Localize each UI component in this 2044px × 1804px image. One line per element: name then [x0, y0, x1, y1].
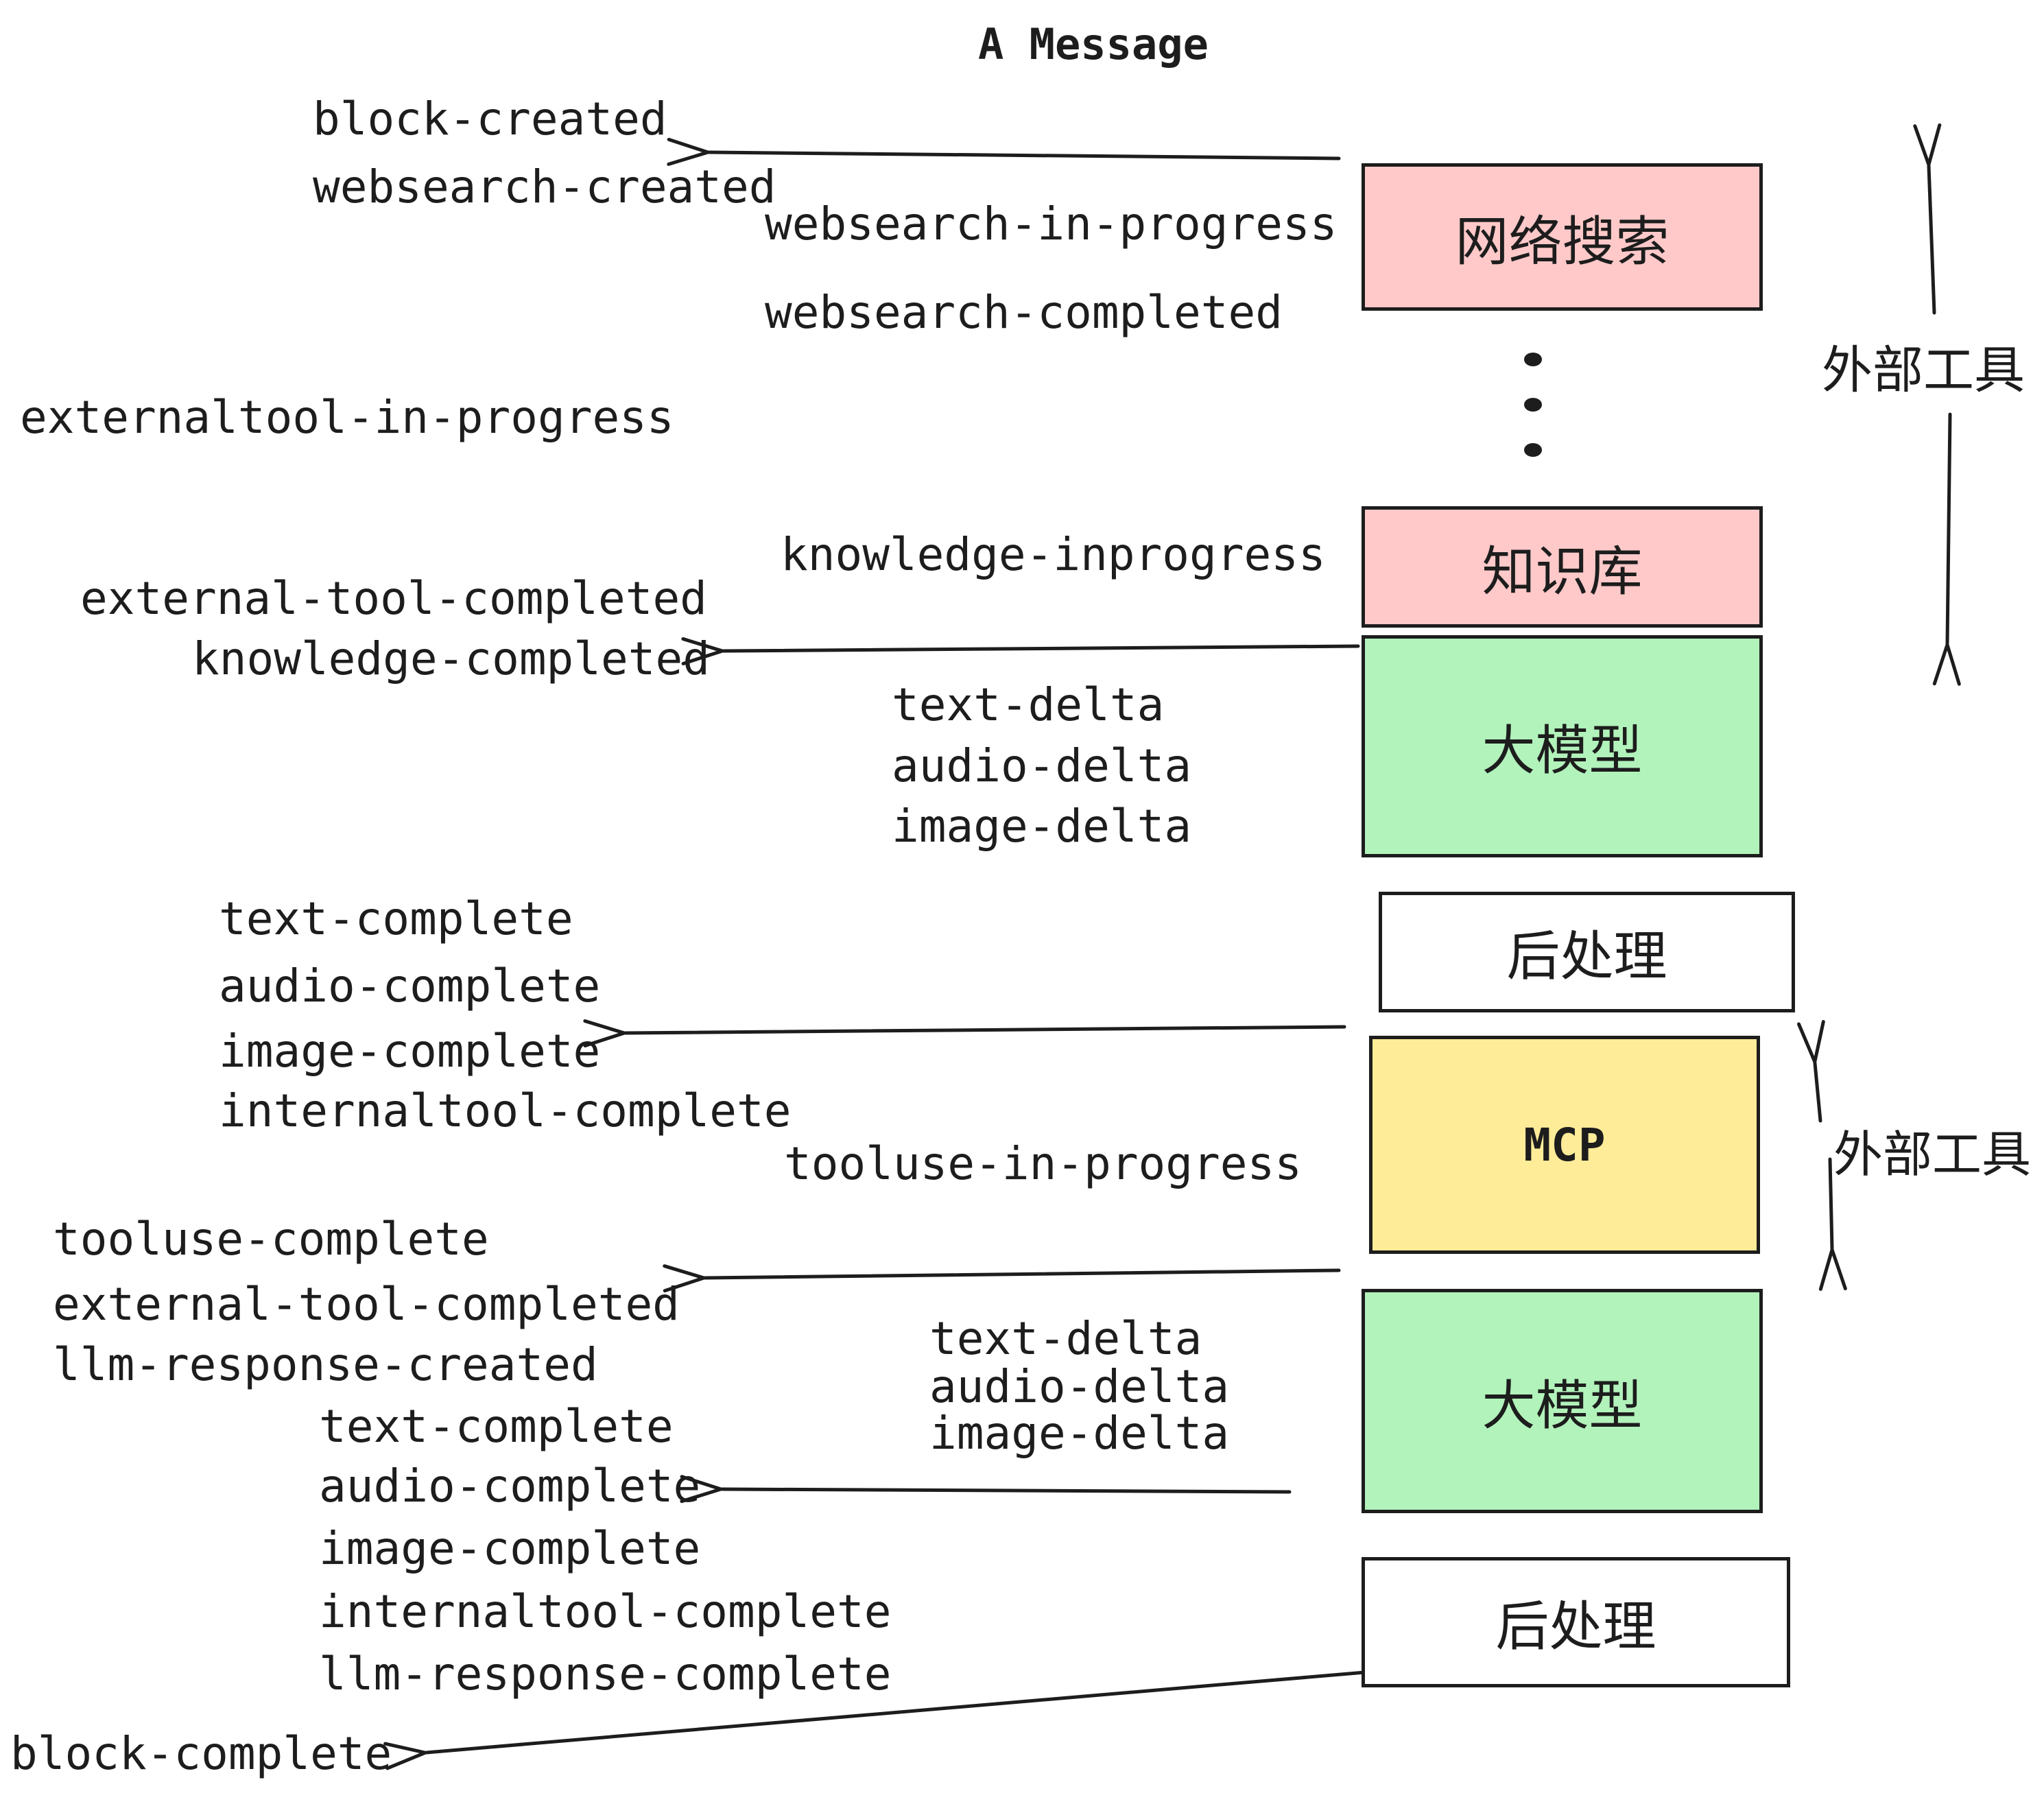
event-knowledge-inprogress: knowledge-inprogress: [781, 528, 1326, 581]
box-mcp: MCP: [1369, 1036, 1760, 1254]
arrow-to-knowledge-completed: [724, 646, 1360, 651]
event-block-complete: block-complete: [10, 1727, 392, 1780]
event-websearch-created: websearch-created: [313, 161, 776, 213]
external-tools-down-arrow: [1947, 412, 1950, 643]
box-websearch-label: 网络搜索: [1455, 211, 1669, 273]
event-websearch-completed: websearch-completed: [765, 286, 1283, 339]
event-image-complete-2: image-complete: [319, 1522, 701, 1575]
event-text-complete-1: text-complete: [219, 892, 573, 945]
event-audio-complete-1: audio-complete: [219, 960, 601, 1012]
event-image-delta-1: image-delta: [892, 800, 1192, 853]
event-image-delta-2: image-delta: [929, 1407, 1230, 1460]
event-externaltool-in-progress: externaltool-in-progress: [20, 391, 674, 444]
event-audio-delta-2: audio-delta: [929, 1360, 1230, 1413]
event-internaltool-complete-2: internaltool-complete: [319, 1585, 892, 1638]
event-audio-complete-2: audio-complete: [319, 1460, 701, 1512]
event-internaltool-complete-1: internaltool-complete: [219, 1084, 792, 1137]
arrow-to-audio-complete: [722, 1489, 1292, 1492]
box-websearch: 网络搜索: [1362, 163, 1763, 311]
box-llm-1-label: 大模型: [1482, 720, 1643, 782]
arrow-to-block-created: [709, 152, 1341, 158]
ellipsis-dot: [1524, 398, 1542, 412]
external-tools-label-bottom: 外部工具: [1833, 1126, 2032, 1183]
arrow-to-tooluse-complete: [705, 1270, 1341, 1278]
event-audio-delta-1: audio-delta: [892, 739, 1192, 792]
diagram-title: A Message: [978, 19, 1209, 69]
external-tools-label-top: 外部工具: [1822, 341, 2025, 400]
box-llm-2: 大模型: [1362, 1289, 1763, 1513]
external-tools-up-arrow: [1929, 166, 1934, 315]
event-text-delta-1: text-delta: [892, 678, 1165, 731]
box-llm-1: 大模型: [1362, 635, 1763, 857]
event-image-complete-1: image-complete: [219, 1025, 601, 1078]
box-mcp-label: MCP: [1523, 1118, 1606, 1172]
mcp-external-up-arrow: [1815, 1063, 1820, 1123]
event-llm-response-created: llm-response-created: [53, 1338, 598, 1391]
event-tooluse-complete: tooluse-complete: [53, 1213, 489, 1266]
box-knowledge-base: 知识库: [1362, 506, 1763, 628]
event-websearch-in-progress: websearch-in-progress: [765, 198, 1338, 250]
event-tooluse-in-progress: tooluse-in-progress: [784, 1137, 1302, 1190]
event-knowledge-completed: knowledge-completed: [192, 632, 710, 685]
event-llm-response-complete: llm-response-complete: [319, 1648, 892, 1700]
ellipsis-dot: [1524, 353, 1542, 366]
event-external-tool-completed-2: external-tool-completed: [53, 1278, 680, 1331]
event-text-delta-2: text-delta: [929, 1312, 1202, 1365]
box-llm-2-label: 大模型: [1482, 1375, 1643, 1437]
box-postprocess-2: 后处理: [1362, 1557, 1790, 1687]
box-postprocess-1-label: 后处理: [1506, 926, 1667, 988]
arrow-to-image-complete: [626, 1027, 1346, 1033]
box-postprocess-2-label: 后处理: [1495, 1596, 1656, 1658]
event-block-created: block-created: [313, 93, 667, 145]
event-text-complete-2: text-complete: [319, 1400, 674, 1453]
event-external-tool-completed-1: external-tool-completed: [80, 572, 707, 625]
ellipsis-dot: [1524, 443, 1542, 457]
arrow-to-block-complete: [427, 1670, 1367, 1753]
box-knowledge-base-label: 知识库: [1482, 541, 1643, 603]
box-postprocess-1: 后处理: [1379, 892, 1795, 1012]
mcp-external-down-arrow: [1830, 1157, 1832, 1248]
